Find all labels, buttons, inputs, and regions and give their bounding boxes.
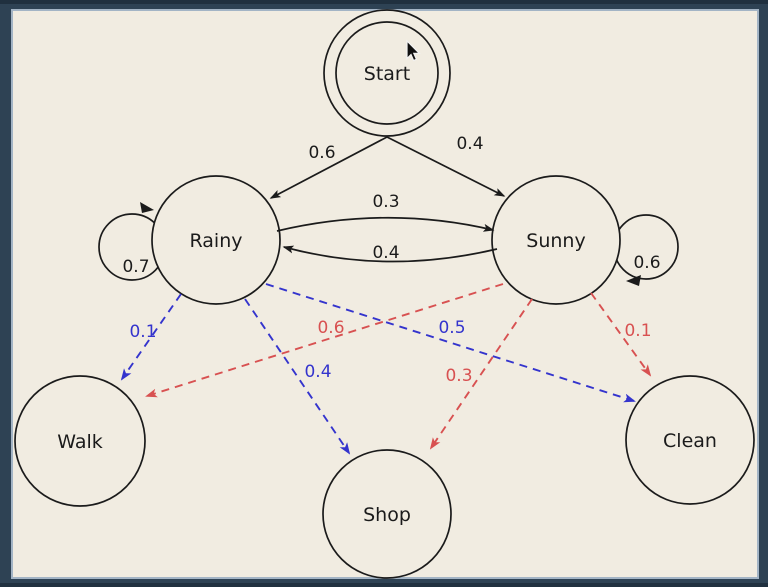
edge-rainy-to-walk	[120, 293, 182, 381]
label-rainy-to-shop: 0.4	[304, 362, 331, 382]
walk-label: Walk	[57, 431, 103, 453]
node-sunny	[491, 175, 621, 305]
frame-bottom-edge	[0, 583, 768, 587]
label-rainy-to-walk: 0.1	[129, 322, 156, 342]
frame-top-edge	[0, 0, 768, 4]
sunny-self-loop-arrowhead-icon	[626, 275, 641, 286]
edge-start-to-sunny	[386, 136, 506, 197]
label-rainy-to-clean: 0.5	[438, 318, 465, 338]
shop-label: Shop	[363, 504, 411, 526]
label-rainy-self-loop: 0.7	[122, 257, 149, 277]
edge-rainy-to-shop	[244, 298, 351, 455]
edge-sunny-to-shop	[429, 298, 533, 450]
sunny-label: Sunny	[526, 230, 585, 252]
label-sunny-to-rainy: 0.4	[372, 243, 399, 263]
label-sunny-to-walk: 0.6	[317, 318, 344, 338]
node-shop	[322, 449, 452, 579]
node-clean	[625, 375, 755, 505]
edge-sunny-to-rainy	[282, 245, 498, 263]
label-start-to-rainy: 0.6	[308, 143, 335, 163]
label-sunny-to-clean: 0.1	[624, 321, 651, 341]
rainy-self-loop-arrowhead-icon	[140, 202, 154, 213]
label-sunny-self-loop: 0.6	[633, 253, 660, 273]
mouse-cursor-icon	[406, 39, 421, 62]
clean-label: Clean	[663, 430, 717, 452]
edge-sunny-to-clean	[590, 292, 652, 377]
start-label: Start	[364, 63, 410, 85]
rainy-label: Rainy	[190, 230, 243, 252]
edge-sunny-to-walk	[145, 283, 504, 398]
label-start-to-sunny: 0.4	[456, 134, 483, 154]
node-rainy	[151, 175, 281, 305]
node-walk	[14, 375, 146, 507]
edge-rainy-to-sunny	[276, 216, 495, 232]
label-sunny-to-shop: 0.3	[445, 366, 472, 386]
label-rainy-to-sunny: 0.3	[372, 192, 399, 212]
edge-start-to-rainy	[269, 136, 388, 199]
